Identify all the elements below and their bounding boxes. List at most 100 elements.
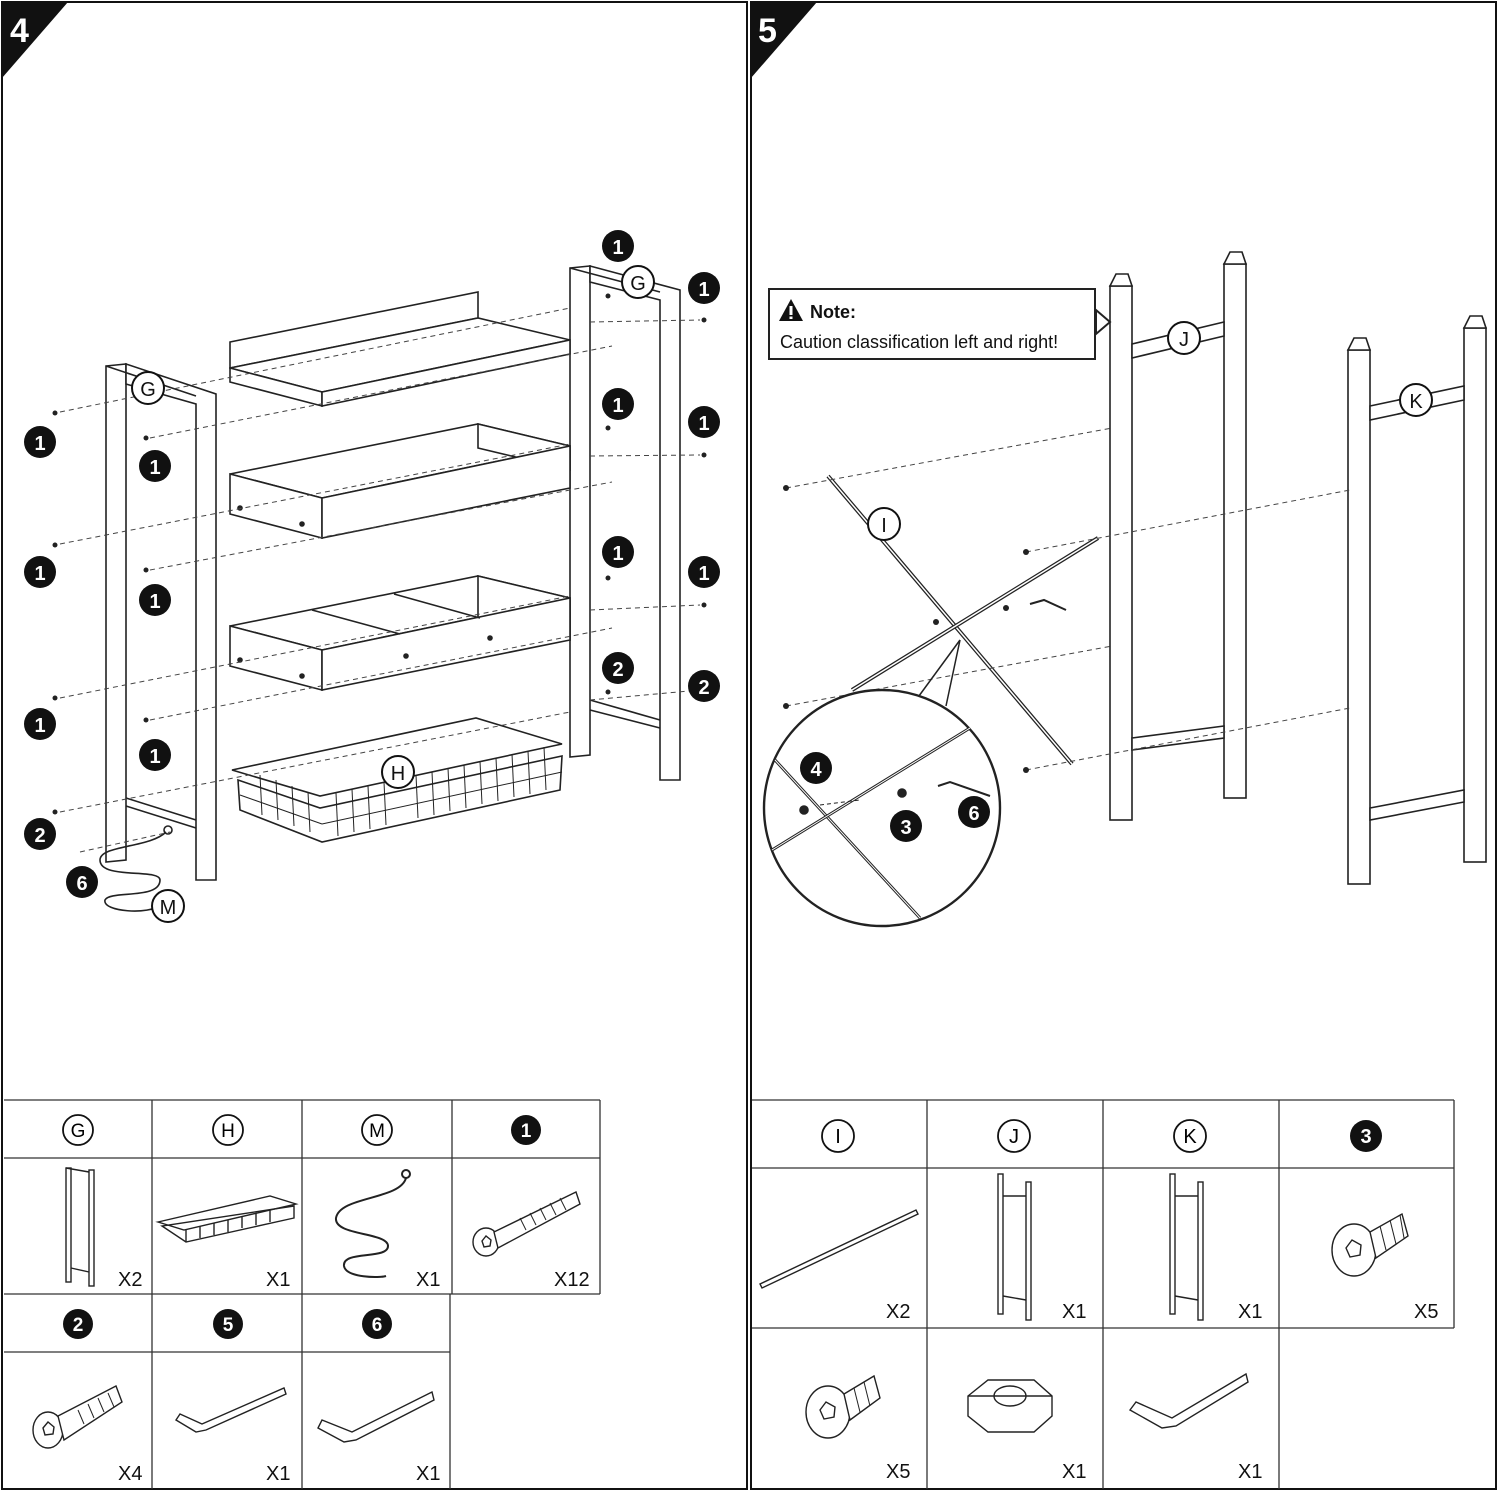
svg-text:2: 2 bbox=[34, 825, 45, 847]
svg-text:2: 2 bbox=[612, 659, 623, 681]
step-4-parts-icons bbox=[32, 1167, 581, 1449]
qty-m: X1 bbox=[416, 1269, 440, 1291]
qty-2: X4 bbox=[118, 1463, 142, 1485]
callout-1: 1 bbox=[602, 536, 634, 568]
callout-k: K bbox=[1399, 383, 1433, 417]
svg-text:5: 5 bbox=[223, 1315, 234, 1336]
part-label-6: 6 bbox=[362, 1309, 392, 1339]
callout-2: 2 bbox=[24, 818, 56, 850]
callout-6: 6 bbox=[958, 796, 990, 828]
svg-text:2: 2 bbox=[73, 1315, 84, 1336]
svg-text:1: 1 bbox=[34, 715, 45, 737]
svg-text:6: 6 bbox=[968, 803, 979, 825]
callout-i: I bbox=[867, 507, 901, 541]
svg-text:1: 1 bbox=[612, 237, 623, 259]
qty-h: X1 bbox=[266, 1269, 290, 1291]
part-label-2: 2 bbox=[63, 1309, 93, 1339]
step-5-drawing bbox=[762, 251, 1488, 928]
hex-nut-icon bbox=[967, 1379, 1053, 1433]
callout-1: 1 bbox=[602, 230, 634, 262]
screw-guide-lines bbox=[59, 307, 701, 853]
bolt-guide-lines bbox=[785, 427, 1351, 771]
middle-shelf bbox=[229, 422, 571, 540]
step-5-quantities: X2 X1 X1 X5 X5 X1 X1 bbox=[886, 1301, 1438, 1483]
part-label-m: M bbox=[361, 1114, 393, 1146]
step-4-marker: 4 bbox=[2, 2, 68, 78]
part-label-g: G bbox=[62, 1114, 94, 1146]
part-label-i: I bbox=[821, 1119, 855, 1153]
svg-text:M: M bbox=[369, 1121, 385, 1142]
step-4-parts-table bbox=[4, 1099, 601, 1489]
qty-bolt: X5 bbox=[886, 1461, 910, 1483]
svg-text:G: G bbox=[71, 1121, 86, 1142]
svg-text:I: I bbox=[881, 515, 887, 537]
qty-1: X12 bbox=[554, 1269, 590, 1291]
callout-6: 6 bbox=[66, 866, 98, 898]
svg-text:M: M bbox=[160, 897, 177, 919]
qty-5: X1 bbox=[266, 1463, 290, 1485]
step-4-quantities: X2 X1 X1 X12 X4 X1 X1 bbox=[118, 1269, 590, 1485]
callout-1: 1 bbox=[688, 556, 720, 588]
step-4-drawing bbox=[52, 264, 707, 912]
svg-text:H: H bbox=[391, 763, 405, 785]
svg-text:1: 1 bbox=[521, 1121, 532, 1142]
long-screw-icon bbox=[472, 1191, 581, 1257]
svg-text:1: 1 bbox=[698, 563, 709, 585]
callout-1: 1 bbox=[139, 584, 171, 616]
part-label-3: 3 bbox=[1350, 1120, 1382, 1152]
wire-basket-icon bbox=[155, 1195, 299, 1243]
qty-i: X2 bbox=[886, 1301, 910, 1323]
svg-text:2: 2 bbox=[698, 677, 709, 699]
side-frame-icon bbox=[65, 1167, 95, 1287]
callout-g-right: G bbox=[621, 265, 655, 299]
allen-key-icon bbox=[1128, 1372, 1249, 1429]
left-side-frame bbox=[105, 362, 217, 881]
svg-text:1: 1 bbox=[612, 395, 623, 417]
svg-text:1: 1 bbox=[612, 543, 623, 565]
right-side-frame bbox=[569, 264, 681, 781]
step-5-parts-table bbox=[752, 1099, 1455, 1489]
part-label-j: J bbox=[997, 1119, 1031, 1153]
callout-1: 1 bbox=[139, 739, 171, 771]
callout-g-left: G bbox=[131, 371, 165, 405]
svg-text:G: G bbox=[630, 273, 646, 295]
svg-text:4: 4 bbox=[810, 759, 822, 781]
qty-j: X1 bbox=[1062, 1301, 1086, 1323]
svg-text:6: 6 bbox=[372, 1315, 383, 1336]
svg-text:3: 3 bbox=[1360, 1126, 1371, 1148]
part-label-h: H bbox=[212, 1114, 244, 1146]
step-4-number: 4 bbox=[10, 12, 29, 50]
callout-1: 1 bbox=[602, 388, 634, 420]
note-title: Note: bbox=[810, 302, 856, 322]
wire-basket bbox=[231, 717, 563, 843]
qty-nut: X1 bbox=[1062, 1461, 1086, 1483]
ladder-frame-icon bbox=[1169, 1173, 1204, 1321]
svg-text:J: J bbox=[1009, 1126, 1019, 1148]
callout-j: J bbox=[1167, 321, 1201, 355]
step-5-parts-icons bbox=[759, 1173, 1409, 1439]
callout-2: 2 bbox=[602, 652, 634, 684]
warning-icon bbox=[779, 299, 803, 321]
callout-4: 4 bbox=[800, 752, 832, 784]
step-4-parts-headers: G H M 1 2 5 6 bbox=[62, 1114, 541, 1339]
callout-1: 1 bbox=[688, 406, 720, 438]
detail-magnifier bbox=[762, 639, 1002, 928]
step-5-marker: 5 bbox=[751, 2, 817, 78]
qty-k: X1 bbox=[1238, 1301, 1262, 1323]
qty-3: X5 bbox=[1414, 1301, 1438, 1323]
callout-1: 1 bbox=[24, 708, 56, 740]
step-5-callouts: I J K 4 3 6 bbox=[800, 321, 1433, 842]
ladder-frame-icon bbox=[997, 1173, 1032, 1321]
callout-1: 1 bbox=[24, 426, 56, 458]
part-label-5: 5 bbox=[213, 1309, 243, 1339]
short-screw-icon bbox=[32, 1385, 123, 1449]
bolt-icon bbox=[1331, 1212, 1409, 1277]
qty-allen-key: X1 bbox=[1238, 1461, 1262, 1483]
svg-text:K: K bbox=[1409, 391, 1423, 413]
bolt-icon bbox=[805, 1374, 881, 1439]
callout-2: 2 bbox=[688, 670, 720, 702]
step-5-panel bbox=[750, 1, 1497, 1490]
step-4-callouts: 1 1 1 1 1 1 2 2 1 1 1 1 1 1 2 6 G G H M bbox=[24, 230, 720, 923]
